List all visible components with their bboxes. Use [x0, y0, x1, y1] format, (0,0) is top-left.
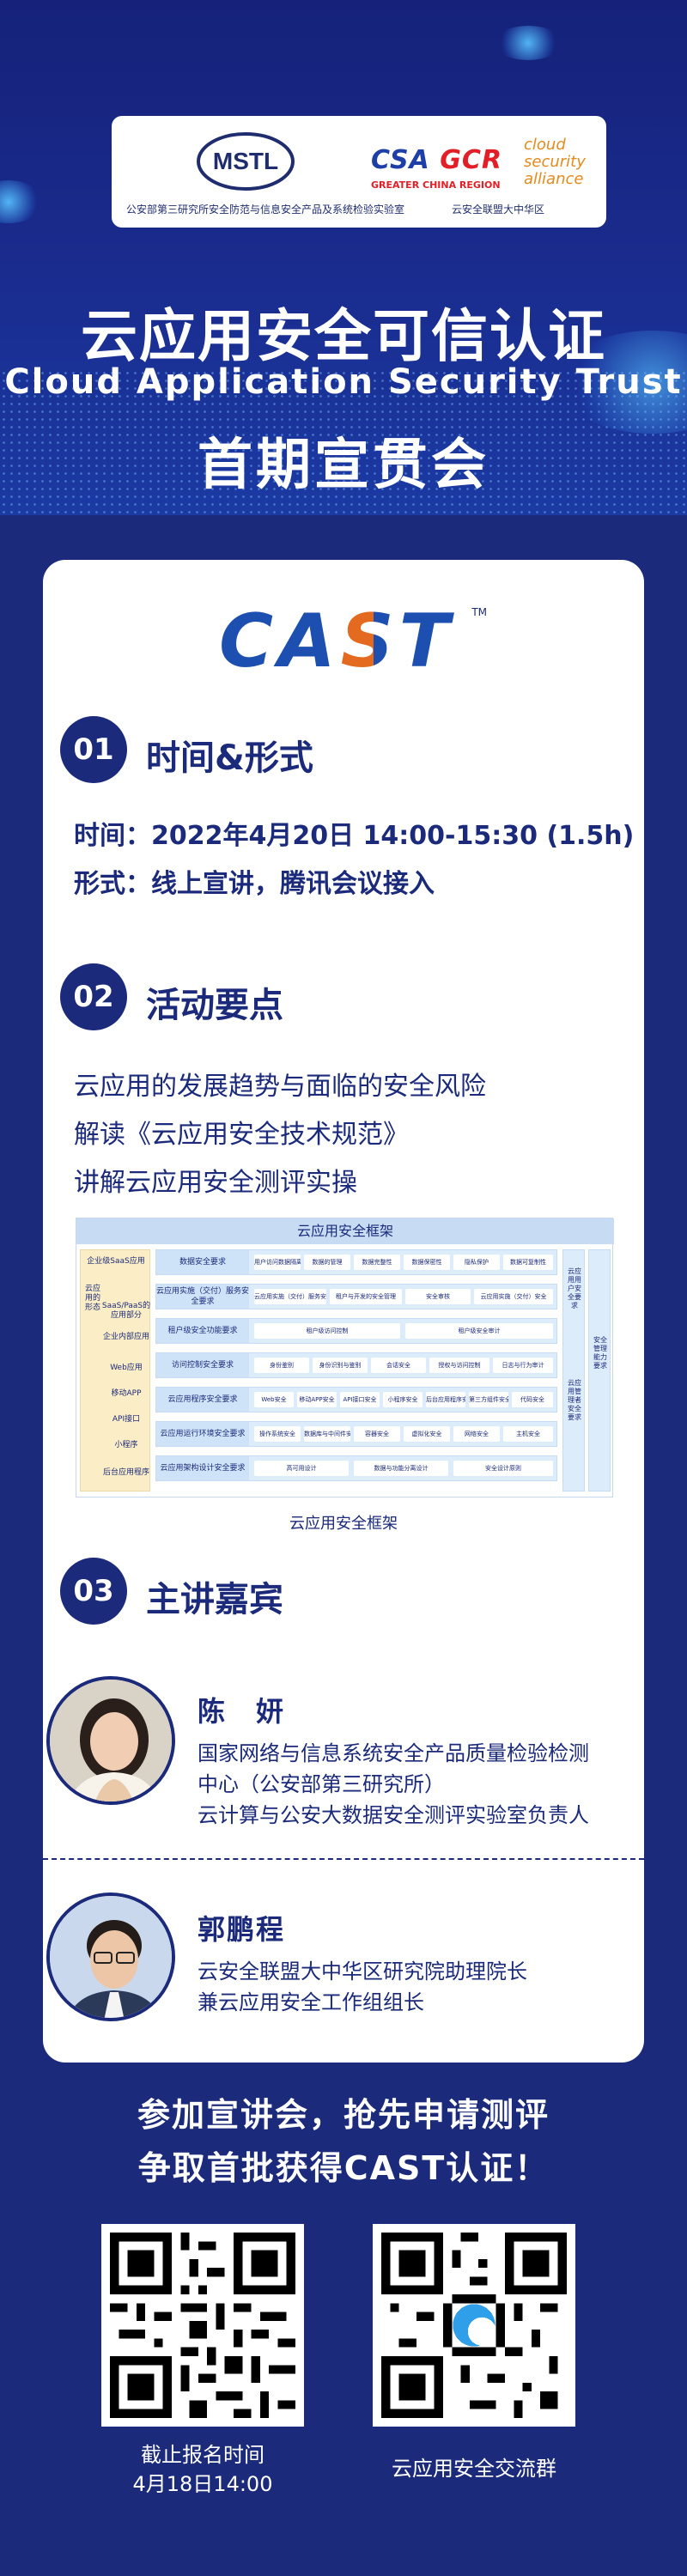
call-to-action-line-2: 争取首批获得CAST认证！: [137, 2149, 550, 2187]
mstl-caption: 公安部第三研究所安全防范与信息安全产品及系统检验实验室: [125, 204, 404, 216]
framework-left-cell: API接口: [112, 1415, 141, 1424]
hero-banner: MSTL 公安部第三研究所安全防范与信息安全产品及系统检验实验室 CSA GCR…: [0, 0, 687, 515]
wechat-group-qr-code[interactable]: [373, 2224, 575, 2427]
registration-deadline-caption: 截止报名时间 4月18日14:00: [132, 2443, 273, 2496]
framework-title: 云应用安全框架: [76, 1218, 614, 1244]
framework-left-cell: 移动APP: [111, 1389, 142, 1398]
speaker-name: 郭鹏程: [198, 1913, 286, 1946]
speaker-name: 陈 妍: [198, 1695, 286, 1728]
framework-caption: 云应用安全框架: [289, 1515, 398, 1533]
framework-left-cell: 企业级SaaS应用: [87, 1257, 145, 1266]
highlight-item: 解读《云应用安全技术规范》: [74, 1120, 409, 1150]
framework-row: 数据安全要求 用户访问数据隔离 数据的管理 数据完整性 数据保密性 隐私保护 数…: [155, 1249, 557, 1275]
highlight-item: 讲解云应用安全测评实操: [74, 1168, 357, 1198]
framework-left-cell: 企业内部应用: [102, 1333, 149, 1341]
time-line: 时间：2022年4月20日 14:00-15:30 (1.5h): [74, 821, 635, 851]
section-speakers: 03 主讲嘉宾: [60, 1558, 575, 1626]
mstl-logo: MSTL: [197, 132, 295, 191]
framework-left-cell: 云应用的形态: [84, 1285, 100, 1312]
framework-left-cell: SaaS/PaaS的应用部分: [101, 1302, 151, 1320]
speaker-title: 中心（公安部第三研究所）: [198, 1772, 445, 1796]
section-number: 02: [60, 963, 127, 1030]
framework-row: 租户级安全功能要求 租户级访问控制 租户级安全审计: [155, 1318, 557, 1344]
section-highlights: 02 活动要点: [60, 963, 575, 1032]
dot-pattern: [0, 369, 687, 515]
page-title: 云应用安全可信认证: [81, 303, 606, 369]
section-number: 03: [60, 1558, 127, 1625]
framework-left-cell: 小程序: [114, 1441, 138, 1449]
light-glow: [494, 26, 562, 60]
framework-user-admin-column: 云应用用户安全要求 云应用管理者安全要求: [562, 1249, 585, 1492]
content-card: CAST TM 01 时间&形式 时间：2022年4月20日 14:00-15:…: [43, 560, 644, 2063]
registration-qr-code[interactable]: [101, 2224, 304, 2427]
framework-row: 访问控制安全要求 身份鉴别 身份识别与鉴别 会话安全 授权与访问控制 日志与行为…: [155, 1352, 557, 1378]
speaker-title: 国家网络与信息系统安全产品质量检验检测: [198, 1741, 589, 1765]
framework-left-cell: Web应用: [110, 1364, 143, 1372]
csa-caption: 云安全联盟大中华区: [451, 204, 544, 216]
highlight-item: 云应用的发展趋势与面临的安全风险: [74, 1072, 486, 1102]
page-subtitle: 首期宣贯会: [198, 434, 489, 497]
speaker-photo-guo-pengcheng: [46, 1893, 175, 2021]
speaker-divider: [43, 1858, 644, 1860]
csa-gcr-logo: CSA GCR GREATER CHINA REGION cloud secur…: [371, 136, 586, 191]
wechat-group-caption: 云应用安全交流群: [392, 2457, 556, 2481]
cast-logo: CAST TM: [219, 598, 487, 684]
partner-logo-box: MSTL 公安部第三研究所安全防范与信息安全产品及系统检验实验室 CSA GCR…: [112, 116, 606, 228]
form-line: 形式：线上宣讲，腾讯会议接入: [74, 869, 435, 899]
framework-row: 云应用运行环境安全要求 操作系统安全 数据库与中间件安全 容器安全 虚拟化安全 …: [155, 1421, 557, 1447]
framework-left-cell: 后台应用程序: [102, 1468, 149, 1477]
svg-text:MSTL: MSTL: [213, 148, 278, 174]
section-time-format: 01 时间&形式: [60, 716, 575, 785]
speaker-title: 兼云应用安全工作组组长: [198, 1990, 424, 2014]
page-title-english: Cloud Application Security Trust: [4, 362, 683, 402]
section-title: 活动要点: [146, 986, 283, 1025]
framework-row: 云应用实施（交付）服务安全要求 云应用实施（交付）服务安全 租户与开发的安全管理…: [155, 1284, 557, 1309]
framework-management-column: 安全管理能力要求: [588, 1249, 611, 1492]
section-title: 时间&形式: [146, 738, 313, 778]
speaker-photo-chen-yan: [46, 1676, 175, 1805]
section-title: 主讲嘉宾: [146, 1580, 283, 1619]
framework-app-forms: 企业级SaaS应用 云应用的形态 SaaS/PaaS的应用部分 企业内部应用 W…: [80, 1249, 150, 1492]
framework-row: 云应用程序安全要求 Web安全 移动APP安全 API接口安全 小程序安全 后台…: [155, 1387, 557, 1413]
security-framework-diagram: 云应用安全框架 企业级SaaS应用 云应用的形态 SaaS/PaaS的应用部分 …: [76, 1218, 614, 1498]
speaker-title: 云计算与公安大数据安全测评实验室负责人: [198, 1803, 589, 1827]
framework-row: 云应用架构设计安全要求 高可用设计 数据与功能分离设计 安全设计原则: [155, 1455, 557, 1481]
call-to-action-line-1: 参加宣讲会，抢先申请测评: [137, 2096, 550, 2134]
light-glow: [0, 180, 43, 223]
section-number: 01: [60, 716, 127, 783]
speaker-title: 云安全联盟大中华区研究院助理院长: [198, 1959, 527, 1984]
